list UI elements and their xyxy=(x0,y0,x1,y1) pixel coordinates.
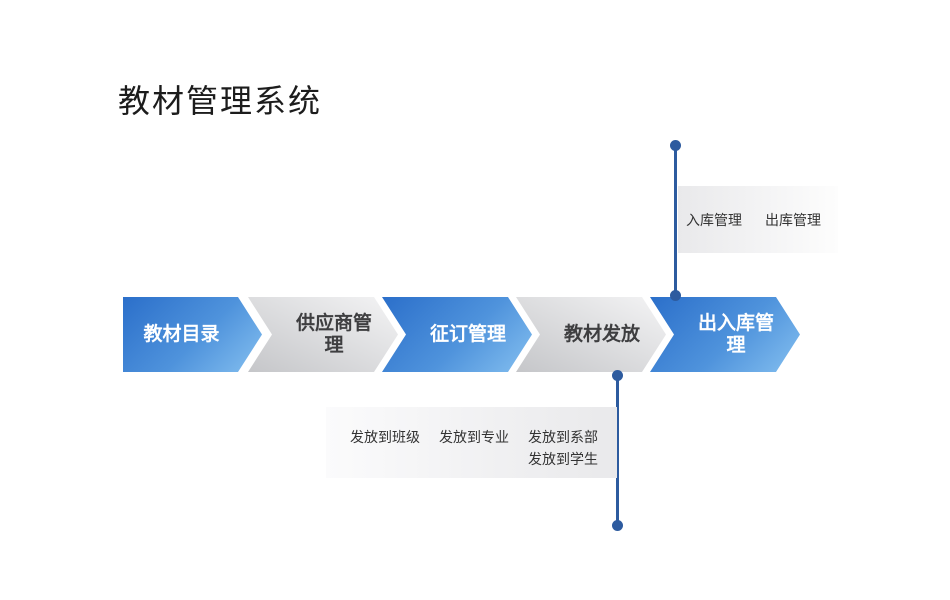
connector-dot xyxy=(612,370,623,381)
step-label: 教材发放 xyxy=(563,323,640,345)
callout-distribution-functions: 发放到班级 发放到专业 发放到系部 发放到学生 xyxy=(326,407,617,478)
connector-dot xyxy=(612,520,623,531)
callout-label: 发放到专业 xyxy=(439,429,509,445)
callout-label: 发放到学生 xyxy=(528,451,598,467)
process-step-textbook-distribution: 教材发放 xyxy=(516,297,666,372)
process-step-supplier-management: 供应商管理 xyxy=(248,297,398,372)
connector-line-bottom xyxy=(616,376,619,525)
callout-label: 发放到班级 xyxy=(350,429,420,445)
step-label: 征订管理 xyxy=(429,323,506,345)
callout-label: 发放到系部 xyxy=(528,429,598,445)
connector-line-top xyxy=(674,146,677,295)
step-label: 教材目录 xyxy=(143,323,220,345)
connector-dot xyxy=(670,140,681,151)
page-title: 教材管理系统 xyxy=(118,83,323,119)
callout-label: 入库管理 xyxy=(686,211,742,228)
step-label: 供应商管理 xyxy=(295,312,372,356)
callout-label-group: 发放到系部 发放到学生 xyxy=(528,426,598,470)
connector-dot xyxy=(670,290,681,301)
callout-label: 出库管理 xyxy=(765,211,821,228)
process-step-subscription-management: 征订管理 xyxy=(382,297,532,372)
process-step-textbook-catalog: 教材目录 xyxy=(123,297,262,372)
process-step-warehouse-management: 出入库管理 xyxy=(650,297,800,372)
callout-warehouse-functions: 入库管理 出库管理 xyxy=(678,186,838,253)
step-label: 出入库管理 xyxy=(697,312,774,356)
